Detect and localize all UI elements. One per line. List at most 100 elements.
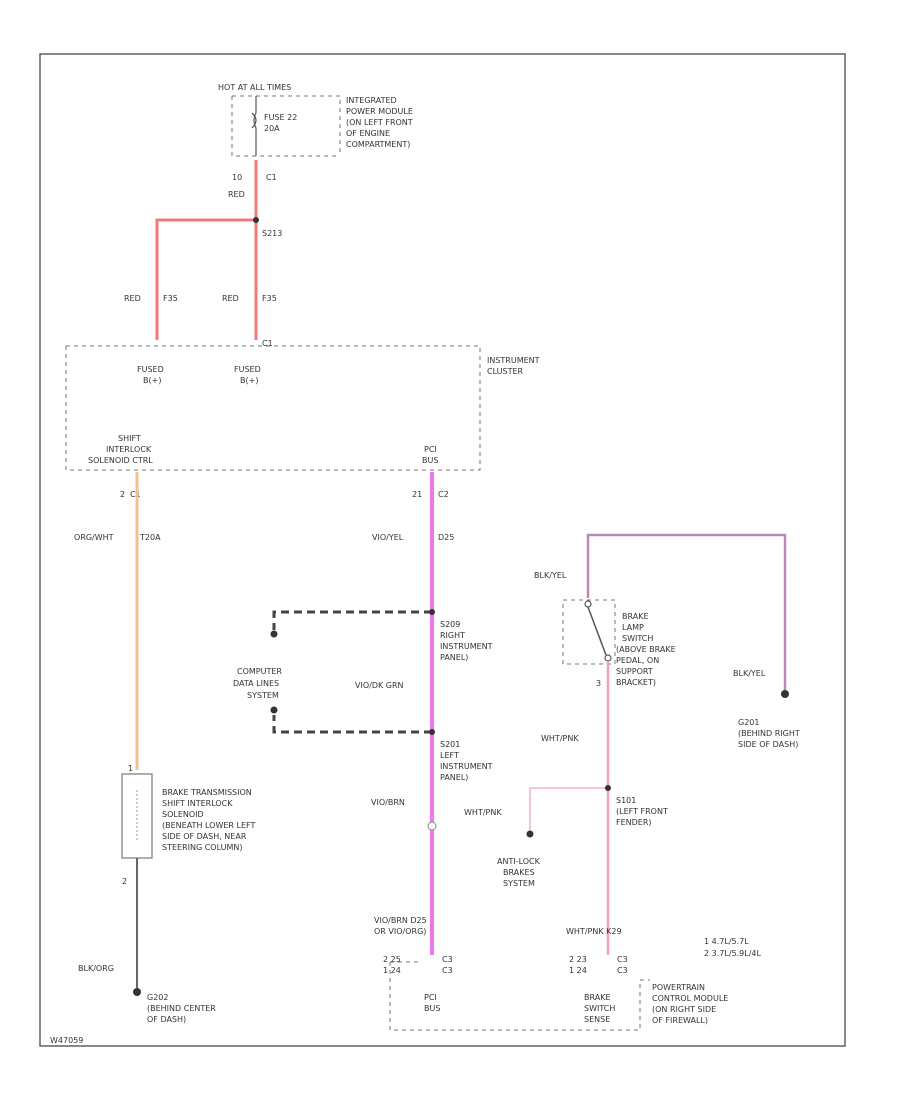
solenoid-label-1: BRAKE TRANSMISSION (162, 788, 252, 797)
ipm-label-2: POWER MODULE (346, 107, 413, 116)
pin-pci-bus-2: BUS (422, 456, 438, 465)
abs-terminal-icon (526, 830, 534, 838)
abs-label-1: ANTI-LOCK (497, 857, 541, 866)
splice-s201-label-2: LEFT (440, 751, 459, 760)
wire-shift-circuit: T20A (139, 533, 161, 542)
solenoid-label-3: SOLENOID (162, 810, 204, 819)
ipm-outline (231, 95, 341, 157)
fuse-label-2: 20A (264, 124, 280, 133)
solenoid-pin-bottom: 2 (122, 877, 127, 886)
ipm-label-3: (ON LEFT FRONT (346, 118, 413, 127)
ipm-label-1: INTEGRATED (346, 96, 397, 105)
brake-switch-label-6: SUPPORT (616, 667, 653, 676)
wire-pci-bottom-label-2: OR VIO/ORG) (374, 927, 426, 936)
pcm-conn-left-1: C3 (442, 955, 453, 964)
abs-label-3: SYSTEM (503, 879, 535, 888)
wire-pci-top-circuit: D25 (438, 533, 454, 542)
cdl-lower-terminal (270, 706, 278, 714)
figure-code: W47059 (50, 1036, 83, 1045)
pcm-pci-label-2: BUS (424, 1004, 440, 1013)
brake-switch-label-2: LAMP (622, 623, 644, 632)
wire-wht-bottom-label: WHT/PNK K29 (566, 927, 622, 936)
wire-pci-top-color: VIO/YEL (372, 533, 404, 542)
wire-right-color: RED (222, 294, 239, 303)
brake-switch-label-3: SWITCH (622, 634, 653, 643)
pcm-pins-right-2: 1 24 (569, 966, 587, 975)
g201-ground-icon (781, 690, 789, 698)
pcm-brake-label-2: SWITCH (584, 1004, 615, 1013)
pcm-pins-right-1: 2 23 (569, 955, 587, 964)
pin-shift-interlock-2: INTERLOCK (106, 445, 152, 454)
wire-blk-left-label: BLK/YEL (534, 571, 567, 580)
pcm-conn-right-2: C3 (617, 966, 628, 975)
pcm-brake-label-1: BRAKE (584, 993, 611, 1002)
pci-inline-connector-icon (427, 821, 437, 831)
ipm-connector-id: C1 (266, 173, 277, 182)
ipm-label-5: COMPARTMENT) (346, 140, 410, 149)
fuse-label-1: FUSE 22 (264, 113, 297, 122)
splice-s213-dot (253, 217, 259, 223)
wire-right-circuit: F35 (262, 294, 277, 303)
pin-shift-interlock-1: SHIFT (118, 434, 141, 443)
brake-switch-label-4: (ABOVE BRAKE (616, 645, 676, 654)
cdl-link-upper (272, 610, 432, 630)
legend-line-1: 1 4.7L/5.7L (704, 937, 749, 946)
solenoid-label-4: (BENEATH LOWER LEFT (162, 821, 256, 830)
ipm-label-4: OF ENGINE (346, 129, 390, 138)
wire-blk-yel-loop (586, 533, 787, 690)
legend-line-2: 2 3.7L/5.9L/4L (704, 949, 761, 958)
brake-switch-label-7: BRACKET) (616, 678, 656, 687)
pcm-pins-left-1: 2 25 (383, 955, 401, 964)
cdl-label-2: DATA LINES (233, 679, 279, 688)
cdl-label-1: COMPUTER (237, 667, 282, 676)
pcm-brake-label-3: SENSE (584, 1015, 610, 1024)
wire-wht-branch-label: WHT/PNK (464, 808, 502, 817)
splice-s209-label-1: S209 (440, 620, 460, 629)
pcm-title-1: POWERTRAIN (652, 983, 705, 992)
cdl-link-lower (272, 715, 432, 734)
ipm-wire-color: RED (228, 190, 245, 199)
solenoid-label-2: SHIFT INTERLOCK (162, 799, 233, 808)
pin-fused-b-left-2: B(+) (143, 376, 161, 385)
wire-blk-right-label: BLK/YEL (733, 669, 766, 678)
fuse-22-icon (251, 96, 257, 156)
instrument-cluster-outline (65, 345, 481, 471)
wire-blk-org-label: BLK/ORG (78, 964, 114, 973)
g202-label-2: (BEHIND CENTER (147, 1004, 216, 1013)
solenoid-pin-top: 1 (128, 764, 133, 773)
pin-shift-interlock-3: SOLENOID CTRL (88, 456, 153, 465)
wire-wht-top-label: WHT/PNK (541, 734, 579, 743)
abs-label-2: BRAKES (503, 868, 535, 877)
splice-s209-label-3: INSTRUMENT (440, 642, 493, 651)
wire-left-circuit: F35 (163, 294, 178, 303)
splice-s201-label-3: INSTRUMENT (440, 762, 493, 771)
splice-s209-label-4: PANEL) (440, 653, 468, 662)
pcm-pci-label-1: PCI (424, 993, 437, 1002)
wire-shift-color: ORG/WHT (74, 533, 114, 542)
wire-wht-pnk-abs-branch (529, 787, 608, 830)
wire-red-f35-branch (155, 218, 256, 340)
ic-conn-right-pin: 21 (412, 490, 422, 499)
g202-label-3: OF DASH) (147, 1015, 186, 1024)
splice-s101-dot (605, 785, 611, 791)
splice-s209-dot (429, 609, 435, 615)
pcm-title-4: OF FIREWALL) (652, 1016, 708, 1025)
cdl-upper-terminal (270, 630, 278, 638)
pcm-outline (389, 961, 650, 1031)
instrument-cluster-title-2: CLUSTER (487, 367, 524, 376)
pin-pci-bus-1: PCI (424, 445, 437, 454)
splice-s101-label-3: FENDER) (616, 818, 652, 827)
ic-conn-left-pin: 2 (120, 490, 125, 499)
cdl-label-3: SYSTEM (247, 691, 279, 700)
g202-label-1: G202 (147, 993, 168, 1002)
wire-pci-low-color: VIO/BRN (371, 798, 405, 807)
wire-left-color: RED (124, 294, 141, 303)
wire-pci-mid-color: VIO/DK GRN (355, 681, 404, 690)
connector-c1-top: C1 (262, 339, 273, 348)
brake-lamp-switch-icon (584, 600, 612, 662)
brake-switch-label-5: PEDAL, ON (616, 656, 659, 665)
ic-conn-left-id: C1 (130, 490, 141, 499)
wire-pci-bottom-label-1: VIO/BRN D25 (374, 916, 427, 925)
splice-s213-label: S213 (262, 229, 282, 238)
